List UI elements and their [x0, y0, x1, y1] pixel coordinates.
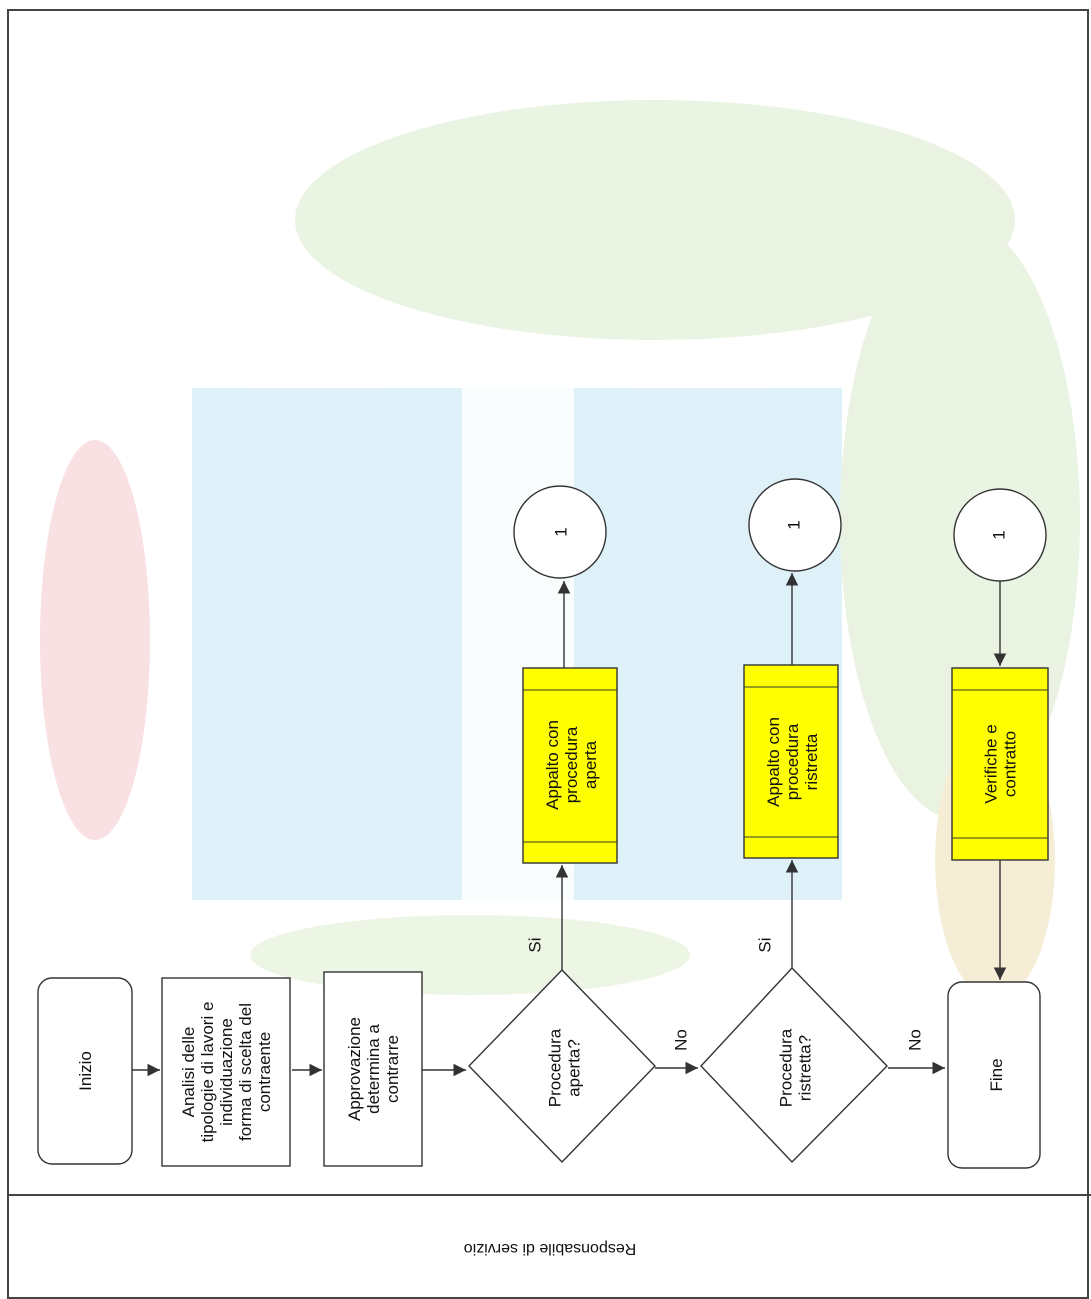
edge-label-no-2: No — [905, 1029, 924, 1051]
label-line: Approvazione — [345, 1017, 364, 1121]
label-line: procedura — [783, 723, 802, 800]
label-line: Fine — [987, 1058, 1006, 1091]
edge-label-si-2: Si — [755, 937, 774, 952]
lane-label: Responsabile di servizio — [464, 1240, 637, 1257]
label-line: Appalto con — [543, 720, 562, 810]
label-line: procedura — [562, 726, 581, 803]
label-line: Appalto con — [764, 717, 783, 807]
node-procedura-ristretta-label: Proceduraristretta? — [777, 1028, 815, 1107]
node-inizio — [37, 977, 133, 1165]
edge-label-si-1: Si — [525, 937, 544, 952]
label-line: contratto — [1001, 731, 1020, 797]
node-fine — [947, 981, 1041, 1169]
label-line: Verifiche e — [982, 724, 1001, 803]
label-line: tipologie di lavori e — [198, 1002, 217, 1143]
label-line: Analisi delle — [179, 1027, 198, 1118]
label-line: contraente — [255, 1032, 274, 1112]
node-verifiche-label: Verifiche econtratto — [982, 724, 1020, 803]
label-line: aperta — [581, 740, 600, 789]
label-line: Procedura — [546, 1028, 565, 1107]
connector-1-ristretta-label: 1 — [784, 520, 803, 529]
label-line: Inizio — [76, 1051, 95, 1091]
connector-1-aperta-label: 1 — [551, 527, 570, 536]
node-verifiche — [951, 667, 1049, 861]
node-appalto-aperta — [522, 667, 618, 864]
connector-1-aperta — [513, 485, 607, 579]
node-approvazione — [323, 971, 423, 1167]
connector-1-verifiche-label: 1 — [989, 530, 1008, 539]
edges — [132, 573, 1007, 1077]
node-inizio-label: Inizio — [76, 1051, 95, 1091]
connector-1-verifiche — [953, 488, 1047, 582]
node-appalto-ristretta-label: Appalto conproceduraristretta — [764, 717, 821, 807]
label-line: contrarre — [383, 1035, 402, 1103]
node-fine-label: Fine — [987, 1058, 1006, 1091]
label-line: ristretta — [802, 733, 821, 790]
node-appalto-aperta-label: Appalto conproceduraaperta — [543, 720, 600, 810]
node-appalto-ristretta — [743, 664, 839, 859]
node-procedura-ristretta — [700, 966, 888, 1164]
node-procedura-aperta — [468, 968, 656, 1164]
label-line: determina a — [364, 1024, 383, 1114]
node-procedura-aperta-label: Proceduraaperta? — [546, 1028, 584, 1107]
connector-1-ristretta — [748, 478, 842, 572]
diagram-frame — [7, 9, 1089, 1299]
node-approvazione-label: Approvazionedetermina acontrarre — [345, 1017, 402, 1121]
label-line: forma di scelta del — [236, 1003, 255, 1141]
node-analisi — [161, 977, 291, 1167]
edge-label-no-1: No — [671, 1029, 690, 1051]
label-line: Procedura — [777, 1028, 796, 1107]
label-line: ristretta? — [796, 1035, 815, 1101]
label-line: individuazione — [217, 1018, 236, 1126]
label-line: aperta? — [565, 1039, 584, 1097]
node-analisi-label: Analisi delletipologie di lavori eindivi… — [179, 1002, 274, 1143]
